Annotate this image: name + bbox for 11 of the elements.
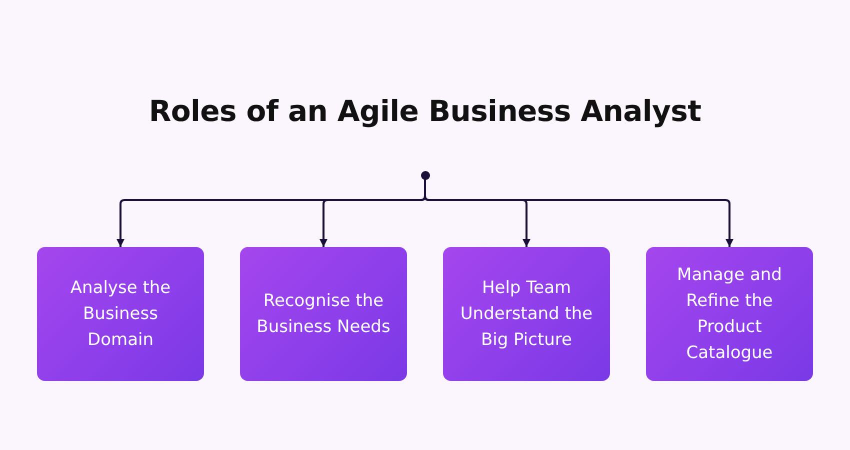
role-box (240, 247, 407, 381)
role-text: Recognise the Business Needs (256, 290, 392, 339)
arrow (424, 180, 734, 247)
role-text: Analyse the Business Domain (69, 277, 172, 352)
junction-dot (420, 170, 430, 180)
role-box (37, 247, 204, 381)
role-box (443, 247, 610, 381)
role-text: Manage and Refine the Product Catalogue (676, 264, 783, 365)
diagram-title: Roles of an Agile Business Analyst (148, 94, 702, 128)
role-text: Help Team Understand the Big Picture (459, 277, 594, 352)
role-box (646, 247, 813, 381)
